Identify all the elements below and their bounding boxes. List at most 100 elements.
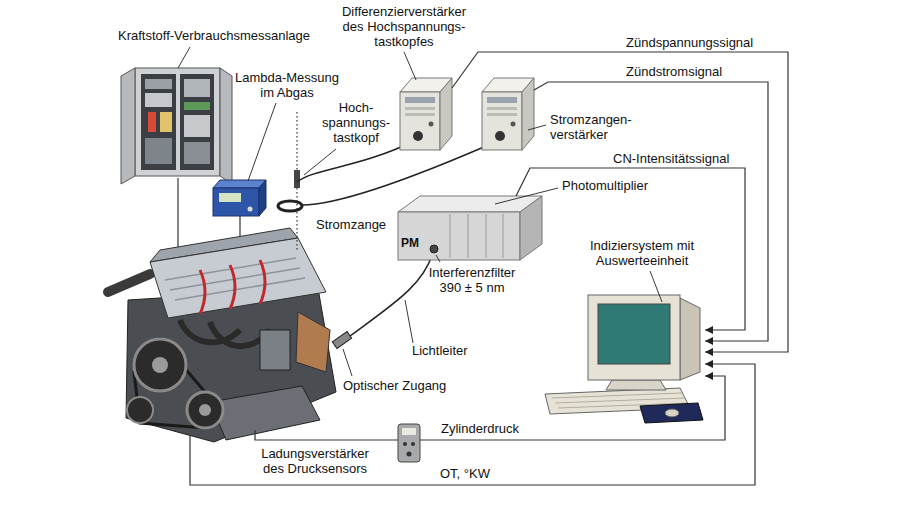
device-node: Differenzierverstärker des Hochspannungs… bbox=[400, 78, 452, 150]
differential-amplifier bbox=[400, 78, 452, 150]
pulley bbox=[134, 339, 186, 391]
pressure-cable bbox=[255, 430, 398, 440]
current-clamp bbox=[278, 201, 302, 211]
device-panel bbox=[487, 113, 517, 116]
device-panel bbox=[487, 97, 517, 103]
leader-line bbox=[650, 271, 662, 302]
intake-runners bbox=[180, 320, 270, 346]
part-label: Interferenzfilter 390 ± 5 nm bbox=[420, 265, 524, 295]
device-front bbox=[213, 188, 259, 216]
part-label: Stromzange bbox=[316, 217, 386, 232]
rack-part bbox=[160, 112, 172, 132]
cabinet-rack bbox=[180, 74, 214, 170]
monitor-front bbox=[588, 295, 680, 380]
rack-slots bbox=[450, 214, 503, 258]
device-node: Lambda-Messung im Abgas bbox=[213, 180, 266, 216]
device-front bbox=[398, 212, 520, 260]
pulley bbox=[127, 397, 153, 423]
interference-filter bbox=[430, 245, 438, 253]
device-knob bbox=[511, 122, 516, 127]
part-label: OT, °KW bbox=[440, 466, 490, 481]
device-node: Kraftstoff-Verbrauchsmessanlage bbox=[120, 66, 232, 182]
device-panel bbox=[487, 107, 517, 110]
part-label: Lichtleiter bbox=[412, 343, 468, 358]
leader-lines bbox=[178, 47, 662, 376]
leader-line bbox=[178, 47, 190, 68]
device-label: Stromzangen- verstärker bbox=[550, 112, 642, 142]
device-panel bbox=[405, 97, 435, 103]
pulley-hub bbox=[199, 404, 211, 416]
optical-fibre bbox=[350, 252, 433, 336]
fuel-meter-cabinet bbox=[121, 68, 232, 184]
device-label: Differenzierverstärker des Hochspannungs… bbox=[334, 4, 474, 49]
signal-label: Zylinderdruck bbox=[440, 421, 520, 436]
cabinet-door bbox=[121, 68, 135, 184]
device-button bbox=[403, 442, 407, 446]
device-side bbox=[440, 78, 452, 150]
optical-access bbox=[332, 332, 351, 349]
device-front bbox=[482, 92, 522, 150]
device-socket bbox=[407, 452, 412, 457]
device-label: Kraftstoff-Verbrauchsmessanlage bbox=[118, 28, 310, 43]
leader-line bbox=[405, 300, 413, 343]
computer bbox=[545, 295, 703, 423]
charge-amplifier bbox=[398, 424, 420, 462]
probe-cable bbox=[297, 140, 416, 182]
engine-part bbox=[260, 330, 290, 370]
pulley bbox=[187, 392, 223, 428]
device-node: Indiziersystem mit Auswerteeinheit bbox=[540, 290, 705, 425]
cabinet-rack bbox=[141, 74, 176, 170]
device-display bbox=[219, 193, 241, 202]
rack-unit bbox=[184, 115, 210, 137]
cabinet-body bbox=[135, 68, 220, 176]
leader-line bbox=[528, 125, 546, 130]
leader-line bbox=[495, 188, 558, 204]
monitor-screen bbox=[598, 304, 670, 364]
device-button bbox=[248, 207, 253, 212]
device-node: Stromzangen- verstärker bbox=[482, 78, 534, 150]
device-side bbox=[520, 196, 542, 260]
signal-label: Zündstromsignal bbox=[625, 64, 723, 79]
engine bbox=[108, 228, 336, 442]
rack-unit bbox=[184, 142, 210, 164]
leader-line bbox=[343, 349, 352, 376]
leader-line bbox=[404, 52, 416, 80]
device-panel bbox=[405, 113, 435, 116]
device-label: Indiziersystem mit Auswerteeinheit bbox=[580, 238, 704, 268]
device-front bbox=[400, 92, 440, 150]
signal-line bbox=[516, 168, 745, 330]
signal-label: CN-Intensitätssignal bbox=[612, 151, 730, 166]
oil-pan bbox=[210, 386, 320, 440]
device-label: Photomultiplier bbox=[562, 178, 648, 193]
signal-label: Zündspannungssignal bbox=[625, 35, 754, 50]
leader-line bbox=[436, 255, 440, 262]
device-socket bbox=[495, 131, 505, 141]
leader-line bbox=[248, 103, 276, 181]
rack-unit bbox=[184, 102, 210, 110]
signal-line bbox=[452, 52, 788, 352]
device-button bbox=[411, 442, 415, 446]
device-display bbox=[402, 428, 416, 435]
device-panel bbox=[405, 107, 435, 110]
signal-line bbox=[534, 82, 768, 341]
mouse bbox=[665, 409, 679, 417]
device-side bbox=[522, 78, 534, 150]
clamp-amplifier bbox=[482, 78, 534, 150]
signal-line bbox=[420, 376, 725, 440]
mouse-pad bbox=[640, 403, 703, 423]
device-label: Lambda-Messung im Abgas bbox=[231, 70, 343, 100]
hv-probe bbox=[294, 170, 300, 188]
device-side bbox=[259, 180, 266, 216]
device-top bbox=[213, 180, 266, 188]
rack-part bbox=[148, 112, 156, 132]
engine-block bbox=[126, 288, 336, 442]
leader-line bbox=[304, 149, 336, 175]
cabinet-door bbox=[220, 68, 232, 184]
device-socket bbox=[413, 131, 423, 141]
monitor-side bbox=[680, 298, 700, 380]
device-node: PhotomultiplierPM bbox=[398, 196, 542, 260]
rack-unit bbox=[184, 79, 210, 97]
